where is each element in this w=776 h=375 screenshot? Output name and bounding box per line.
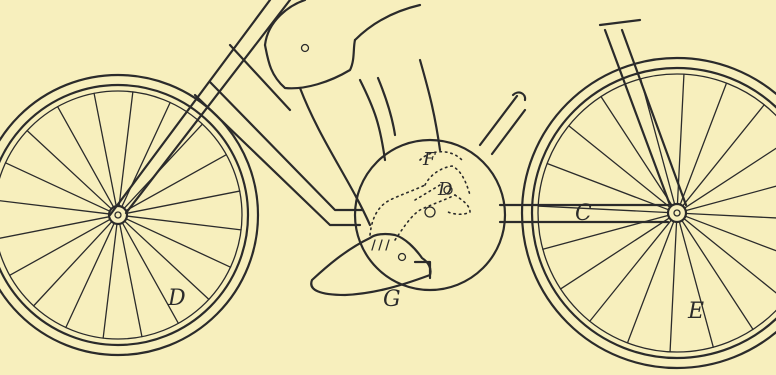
wheel-spoke — [685, 219, 776, 300]
label-shoe: G — [383, 287, 401, 312]
wheel-spoke — [687, 213, 776, 219]
wheel-spoke — [27, 131, 111, 209]
wheel-spoke — [686, 217, 776, 263]
wheel-spoke — [0, 217, 108, 239]
wheel-spoke — [94, 93, 116, 205]
label-pedal-point: D — [437, 179, 453, 200]
label-front-wheel: D — [167, 286, 186, 311]
right-wheel-spokes — [538, 74, 776, 352]
wheel-spoke — [128, 191, 240, 213]
wheel-spoke — [685, 137, 776, 208]
left-hub — [109, 206, 127, 224]
wheel-spoke — [590, 221, 671, 321]
wheel-spoke — [569, 126, 669, 207]
wheel-spoke — [120, 225, 142, 337]
wheel-spoke — [34, 222, 112, 306]
wheel-spoke — [687, 177, 776, 211]
wheel-spoke — [543, 216, 668, 250]
rider-leg — [265, 0, 470, 295]
wheel-spoke — [538, 206, 667, 212]
label-frame-bar: C — [575, 201, 592, 226]
wheel-spoke — [670, 223, 676, 352]
wheel-spoke — [683, 105, 764, 205]
label-gear-case: F — [422, 149, 437, 170]
wheel-spoke — [680, 223, 714, 348]
label-rear-wheel: E — [687, 299, 704, 324]
right-hub — [668, 204, 686, 222]
